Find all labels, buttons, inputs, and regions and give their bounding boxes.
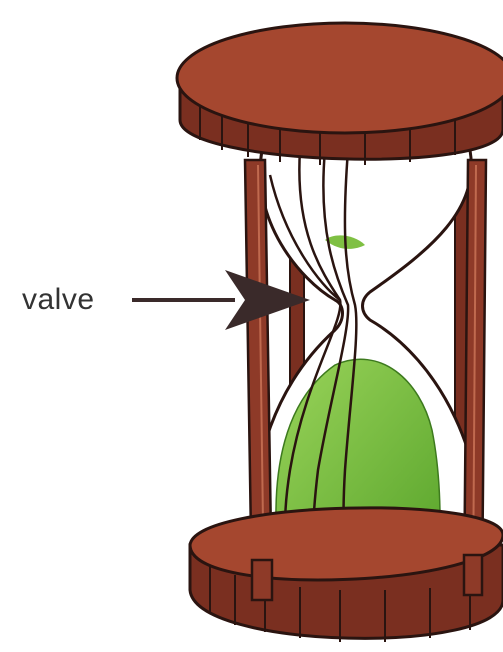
bottom-base (190, 508, 503, 642)
valve-label: valve (22, 283, 95, 317)
top-cap (177, 23, 503, 165)
arrow-icon (132, 270, 310, 330)
